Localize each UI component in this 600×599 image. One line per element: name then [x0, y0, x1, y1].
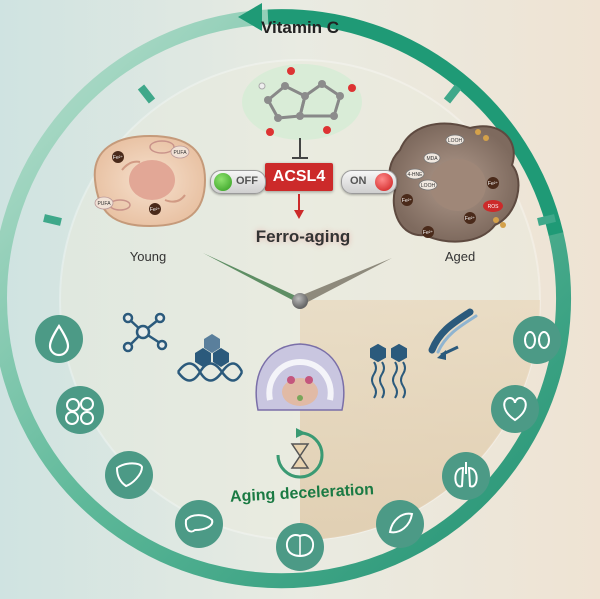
- on-switch-label: ON: [350, 175, 367, 187]
- clock-hub: [292, 293, 308, 309]
- acsl4-box: ACSL4: [265, 163, 333, 191]
- aged-label: Aged: [444, 249, 476, 264]
- blood-drop-icon: [35, 315, 83, 363]
- muscle-icon: [376, 500, 424, 548]
- chromosome-icon: [428, 308, 478, 360]
- dna-hexagon-icon: [176, 334, 244, 382]
- aged-quadrant: [300, 300, 540, 540]
- cells-icon: [56, 386, 104, 434]
- aged-label-fe-4: Fe²⁺: [423, 230, 434, 236]
- aged-label-ros: ROS: [488, 204, 500, 210]
- aged-label-fe-1: Fe²⁺: [402, 198, 413, 204]
- aged-label-looh-2: LOOH: [421, 183, 436, 189]
- young-label-pufa-2: PUFA: [97, 201, 111, 207]
- aged-label-4hne: 4-HNE: [407, 172, 423, 178]
- on-switch: ON: [341, 170, 397, 194]
- ring-arrowhead-icon: [238, 3, 262, 31]
- brain-icon: [276, 523, 324, 571]
- aged-label-fe-3: Fe²⁺: [465, 216, 476, 222]
- clock-ring: [0, 3, 571, 589]
- heart-icon: [491, 385, 539, 433]
- molecule-network-icon: [122, 312, 168, 353]
- clock-hand-right: [300, 258, 392, 304]
- pancreas-icon: [175, 500, 223, 548]
- kidneys-icon: [513, 316, 561, 364]
- organ-icons: [35, 315, 561, 571]
- vitamin-c-label: Vitamin C: [260, 18, 340, 37]
- young-label: Young: [129, 249, 167, 264]
- off-switch-knob-icon: [214, 173, 232, 191]
- clock-ticks: [43, 84, 556, 226]
- ferro-aging-label: Ferro-aging: [255, 227, 351, 246]
- aged-label-mda: MDA: [426, 156, 438, 162]
- young-cell-labels: Fe²⁺ PUFA PUFA Fe²⁺: [97, 150, 187, 213]
- liver-icon: [105, 451, 153, 499]
- aged-label-looh-1: LOOH: [448, 138, 463, 144]
- aged-cell: [388, 122, 520, 243]
- clock-hand-left: [203, 253, 300, 304]
- off-switch-label: OFF: [236, 175, 258, 187]
- young-cell: [93, 134, 207, 228]
- aged-label-fe-2: Fe²⁺: [488, 181, 499, 187]
- hourglass-icon: [276, 428, 324, 479]
- young-label-fe-2: Fe²⁺: [150, 207, 161, 213]
- activation-arrowhead-icon: [294, 210, 304, 219]
- on-switch-knob-icon: [375, 173, 393, 191]
- aged-cell-labels: MDA LOOH 4-HNE LOOH Fe²⁺ Fe²⁺ Fe²⁺ ROS F…: [402, 138, 499, 236]
- young-label-fe-1: Fe²⁺: [113, 155, 124, 161]
- brain-section-icon: [255, 343, 345, 411]
- lungs-icon: [442, 452, 490, 500]
- off-switch: OFF: [210, 170, 266, 194]
- vitamin-c-molecule-icon: [242, 64, 362, 140]
- young-label-pufa-1: PUFA: [173, 150, 187, 156]
- lipid-membrane-icon: [370, 343, 407, 399]
